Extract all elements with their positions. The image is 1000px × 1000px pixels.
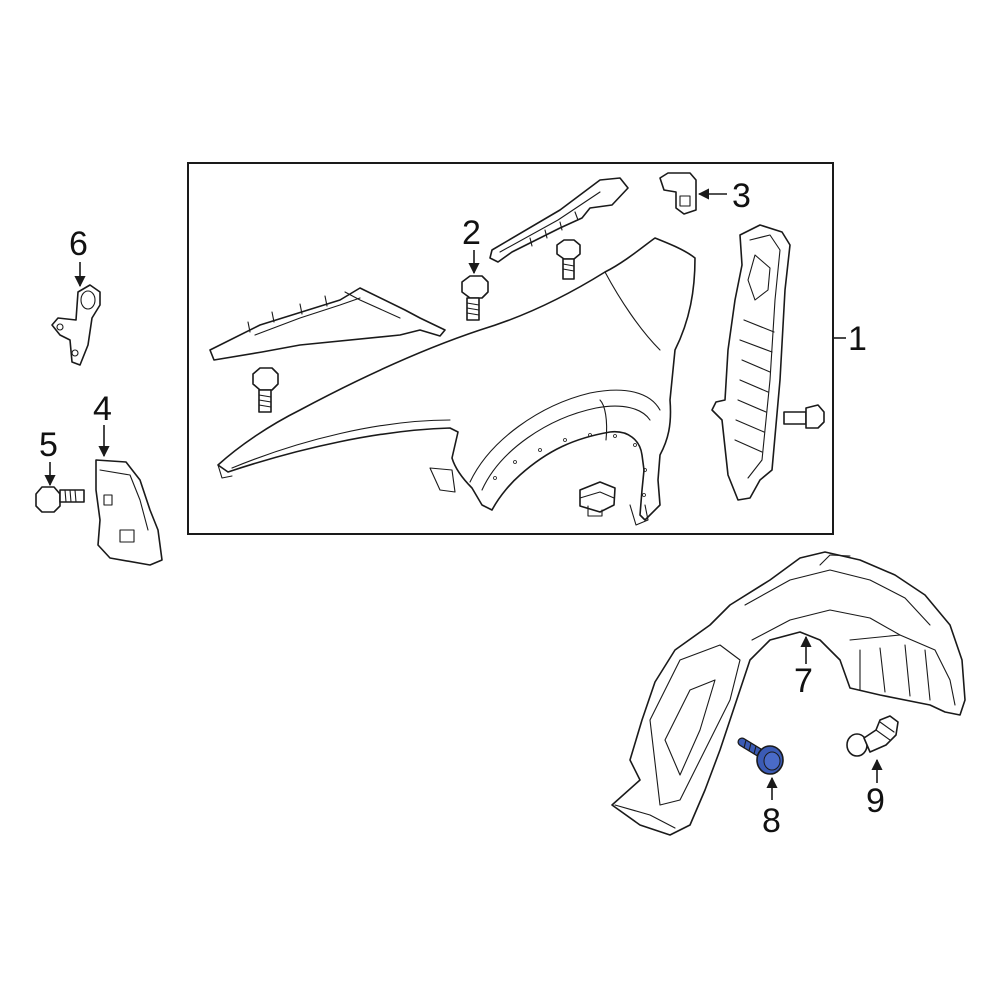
assembly-frame	[187, 162, 834, 535]
callout-5: 5	[39, 426, 58, 464]
callout-4: 4	[93, 390, 112, 428]
upper-rail-bracket[interactable]	[489, 177, 629, 263]
fender-clip[interactable]	[579, 481, 616, 517]
bolt-5[interactable]	[35, 486, 85, 513]
callout-2: 2	[462, 214, 481, 252]
fender-part[interactable]	[217, 237, 696, 526]
bolt-b[interactable]	[252, 367, 279, 413]
callout-6: 6	[69, 225, 88, 263]
lower-left-bracket[interactable]	[209, 287, 446, 361]
callout-8: 8	[762, 802, 781, 840]
bracket-3[interactable]	[659, 172, 697, 215]
bolt-c[interactable]	[783, 404, 825, 429]
bolt-2[interactable]	[461, 275, 489, 321]
bolt-a[interactable]	[556, 239, 581, 280]
callout-7: 7	[794, 662, 813, 700]
wheel-liner-7[interactable]	[611, 551, 966, 836]
callout-9: 9	[866, 782, 885, 820]
bracket-6[interactable]	[51, 284, 101, 366]
screw-8-highlighted[interactable]	[737, 737, 784, 775]
push-clip-9[interactable]	[846, 715, 899, 757]
fender-side-bracket[interactable]	[711, 224, 791, 501]
bracket-4[interactable]	[95, 459, 163, 566]
callout-3: 3	[732, 177, 751, 215]
callout-1: 1	[848, 320, 867, 358]
